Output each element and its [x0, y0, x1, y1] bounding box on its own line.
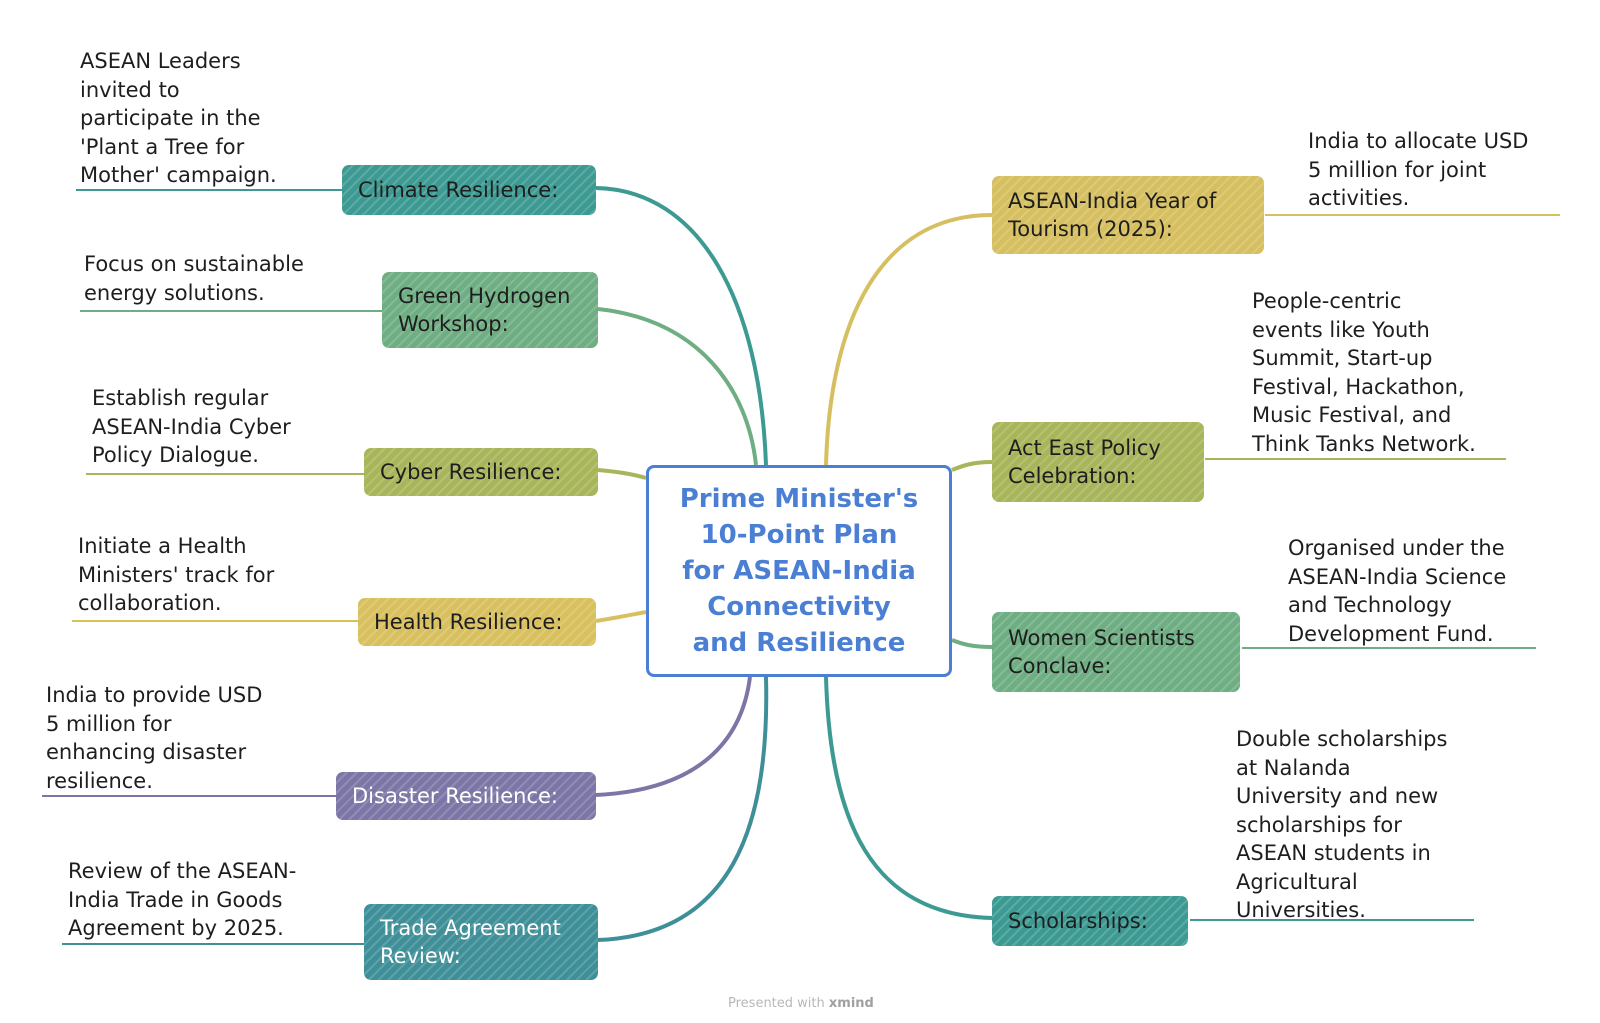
presented-with-xmind-footer: Presented with xmind [728, 996, 874, 1011]
description-women-scientists-conclave: Organised under the ASEAN-India Science … [1288, 536, 1507, 646]
topic-climate-resilience[interactable]: Climate Resilience: [342, 165, 596, 215]
topic-scholarships[interactable]: Scholarships: [992, 896, 1188, 946]
description-trade-agreement-review: Review of the ASEAN- India Trade in Good… [68, 859, 297, 940]
topic-health-resilience[interactable]: Health Resilience: [358, 598, 596, 646]
description-scholarships: Double scholarships at Nalanda Universit… [1236, 727, 1448, 922]
description-act-east-policy: People-centric events like Youth Summit,… [1252, 289, 1476, 456]
central-topic-text: Prime Minister's 10-Point Plan for ASEAN… [679, 484, 919, 658]
description-year-of-tourism: India to allocate USD 5 million for join… [1308, 129, 1529, 210]
description-cyber-resilience: Establish regular ASEAN-India Cyber Poli… [92, 386, 291, 467]
description-disaster-resilience: India to provide USD 5 million for enhan… [46, 683, 263, 793]
central-topic[interactable]: Prime Minister's 10-Point Plan for ASEAN… [646, 465, 952, 677]
topic-act-east-policy[interactable]: Act East Policy Celebration: [992, 422, 1204, 502]
topic-trade-agreement-review[interactable]: Trade Agreement Review: [364, 904, 598, 980]
topic-cyber-resilience[interactable]: Cyber Resilience: [364, 448, 598, 496]
description-green-hydrogen-workshop: Focus on sustainable energy solutions. [84, 252, 304, 305]
topic-green-hydrogen-workshop[interactable]: Green Hydrogen Workshop: [382, 272, 598, 348]
topic-year-of-tourism[interactable]: ASEAN-India Year of Tourism (2025): [992, 176, 1264, 254]
topic-women-scientists-conclave[interactable]: Women Scientists Conclave: [992, 612, 1240, 692]
topic-disaster-resilience[interactable]: Disaster Resilience: [336, 772, 596, 820]
description-health-resilience: Initiate a Health Ministers' track for c… [78, 534, 275, 615]
description-climate-resilience: ASEAN Leaders invited to participate in … [80, 49, 277, 187]
